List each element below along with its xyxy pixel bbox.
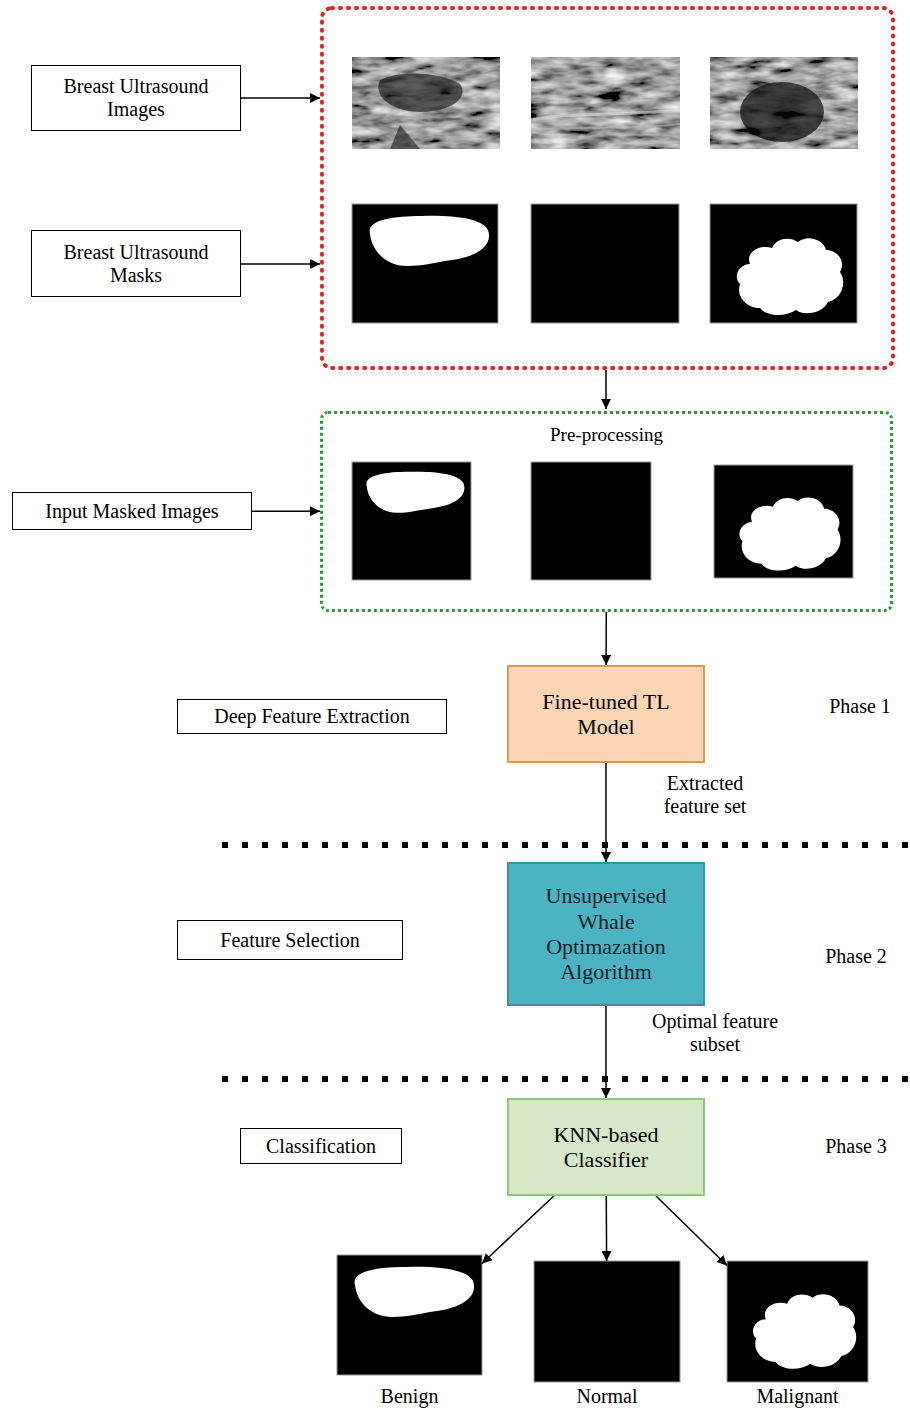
process-box: KNN-based Classifier — [507, 1098, 705, 1196]
node-text: Fine-tuned TL Model — [526, 689, 686, 740]
phase-number: Phase 2 — [814, 945, 898, 968]
node-text: Feature Selection — [220, 929, 359, 952]
mask-image — [714, 465, 853, 578]
flow-arrow — [605, 370, 607, 409]
phase-number: Phase 3 — [814, 1135, 898, 1158]
node-text: Normal — [576, 1385, 637, 1408]
flow-arrow — [482, 1196, 554, 1263]
node-text: Unsupervised Whale Optimazation Algorith… — [524, 883, 689, 984]
pointer-arrow — [241, 97, 320, 99]
mask-image — [352, 204, 498, 323]
input-label: Breast Ultrasound Images — [31, 65, 241, 131]
node-text: Malignant — [756, 1385, 838, 1408]
class-output: Benign — [337, 1255, 482, 1408]
mask-image — [727, 1261, 868, 1382]
phase-separator — [222, 1076, 910, 1082]
flow-arrow — [605, 1006, 607, 1098]
phase-number: Phase 1 — [818, 695, 902, 718]
mask-image — [337, 1255, 482, 1375]
node-text: Breast Ultrasound Images — [41, 75, 231, 121]
class-output: Malignant — [727, 1261, 868, 1408]
input-label: Breast Ultrasound Masks — [31, 230, 241, 297]
node-text: KNN-based Classifier — [526, 1122, 686, 1173]
mask-image — [531, 462, 651, 580]
phase-separator — [222, 842, 910, 848]
node-text: Classification — [266, 1135, 376, 1158]
phase-label: Deep Feature Extraction — [177, 699, 447, 734]
node-text: Benign — [381, 1385, 439, 1408]
class-output: Normal — [534, 1261, 680, 1408]
process-box: Fine-tuned TL Model — [507, 665, 705, 763]
mask-image — [710, 204, 857, 323]
mask-image — [531, 204, 679, 323]
mask-image — [352, 462, 471, 580]
preprocessing-group: Pre-processing — [320, 411, 893, 612]
phase-label: Feature Selection — [177, 920, 403, 960]
ultrasound-image — [710, 57, 858, 149]
node-text: Deep Feature Extraction — [214, 705, 409, 728]
edge-label: Optimal feature subset — [640, 1010, 790, 1056]
pointer-arrow — [241, 263, 320, 265]
phase-label: Classification — [240, 1128, 402, 1164]
flow-arrow — [605, 763, 607, 862]
group-outline — [322, 8, 893, 368]
flow-arrow — [606, 1196, 608, 1261]
flow-arrow — [656, 1196, 727, 1265]
input-label: Input Masked Images — [12, 492, 252, 530]
node-text: Input Masked Images — [45, 500, 218, 523]
node-text: Pre-processing — [550, 424, 663, 446]
ultrasound-image — [352, 57, 500, 149]
flow-arrow — [252, 510, 320, 512]
mask-image — [534, 1261, 680, 1382]
edge-label: Extracted feature set — [652, 772, 758, 818]
ultrasound-image — [531, 57, 680, 149]
process-box: Unsupervised Whale Optimazation Algorith… — [507, 862, 705, 1006]
node-text: Breast Ultrasound Masks — [41, 241, 231, 287]
flow-arrow — [605, 612, 607, 665]
